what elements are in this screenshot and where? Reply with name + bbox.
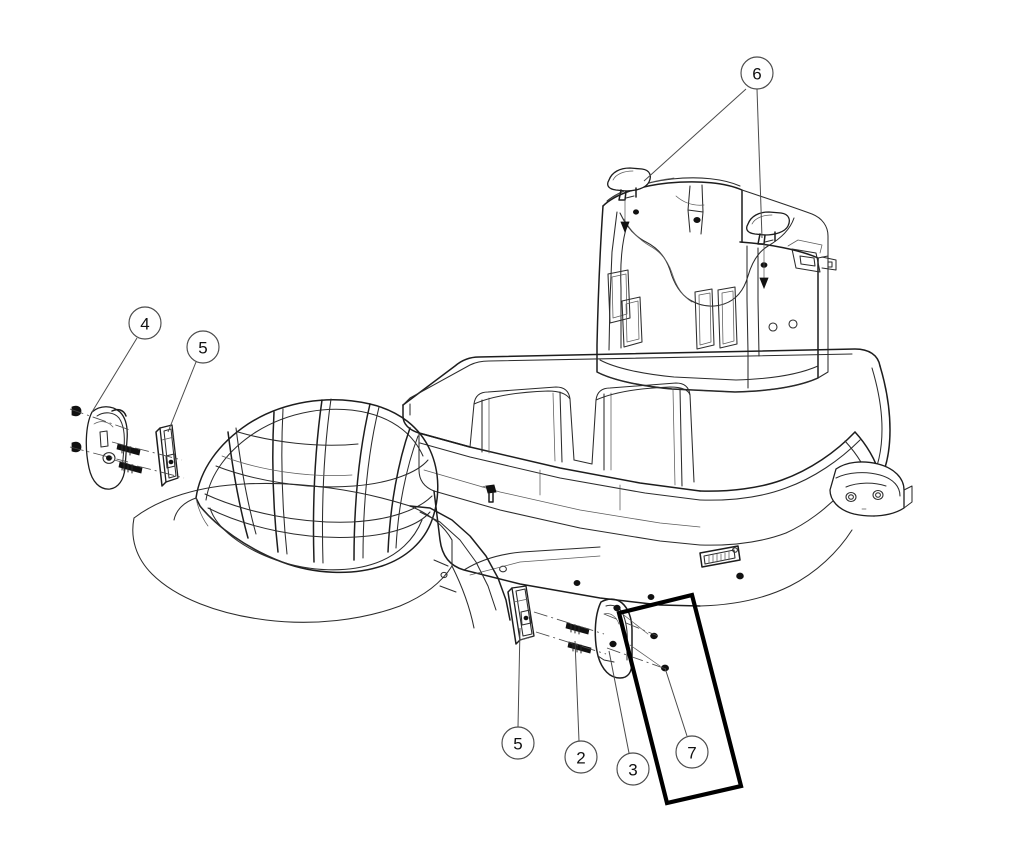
hinge-plate-bracket [69,405,131,490]
stud-fastener-group [603,611,670,672]
cap-plug-right [746,211,790,290]
callout-leaders [91,88,763,754]
right-rear-fender [829,431,913,517]
callout-7-label: 7 [687,744,696,763]
callout-2-label: 2 [576,749,585,768]
callout-6[interactable]: 6 [740,56,774,90]
cap-plug-left [607,167,651,234]
callout-3-label: 3 [628,761,637,780]
mounting-bracket-lower [507,585,535,645]
emphasis-rectangle [616,592,744,806]
callout-5-upper[interactable]: 5 [186,330,220,364]
ribbed-hood-cover [173,398,439,574]
callout-3[interactable]: 3 [616,752,650,786]
callout-5-lower[interactable]: 5 [501,726,535,760]
cargo-bed-body [402,348,891,607]
left-fender-sweep [132,482,511,629]
callout-5-upper-label: 5 [198,339,207,358]
callout-4-label: 4 [140,315,149,334]
callout-6-label: 6 [752,65,761,84]
callout-4[interactable]: 4 [128,306,162,340]
bolt-set-lower [533,611,607,655]
callout-5-lower-label: 5 [513,735,522,754]
callout-2[interactable]: 2 [564,740,598,774]
callout-7[interactable]: 7 [675,735,709,769]
